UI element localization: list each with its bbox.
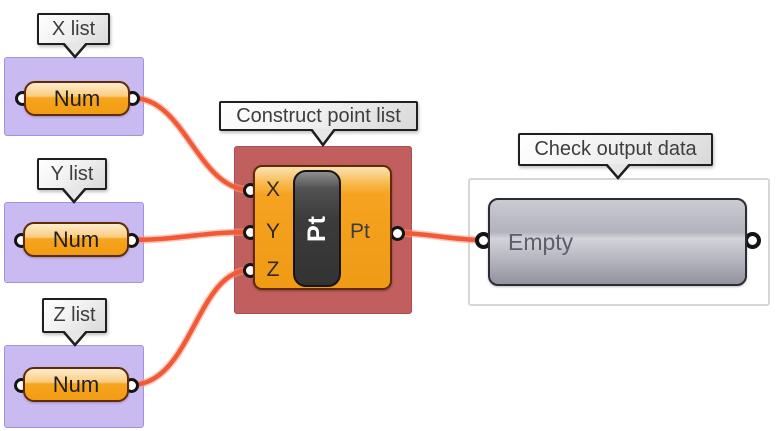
construct-output-pt-label: Pt — [350, 220, 370, 243]
callout-x-list: X list — [37, 13, 110, 45]
wire-pt-to-panel[interactable] — [394, 230, 486, 243]
callout-check-pointer — [605, 164, 631, 180]
output-panel[interactable] — [488, 198, 747, 286]
callout-y-list-pointer — [61, 188, 87, 204]
callout-y-list: Y list — [37, 158, 107, 190]
wire-z-halo — [127, 266, 254, 389]
callout-z-list-pointer — [62, 331, 88, 347]
num-slider-y[interactable]: Num — [23, 222, 129, 257]
callout-construct-point-list: Construct point list — [219, 101, 418, 131]
construct-input-x-label: X — [265, 178, 280, 201]
num-slider-z[interactable]: Num — [23, 367, 129, 402]
callout-construct-pointer — [310, 129, 336, 148]
callout-x-list-pointer — [62, 43, 88, 59]
wire-z-to-construct[interactable] — [128, 267, 253, 388]
construct-point-icon: Pt — [293, 170, 341, 287]
wire-x-to-construct[interactable] — [130, 95, 253, 193]
callout-check-output-data: Check output data — [518, 133, 713, 166]
num-slider-x[interactable]: Num — [24, 81, 130, 116]
construct-point-icon-text: Pt — [302, 215, 331, 242]
wire-y-to-construct[interactable] — [128, 229, 253, 243]
callout-z-list: Z list — [42, 298, 107, 333]
construct-input-y-label: Y — [265, 220, 280, 243]
panel-content-text: Empty — [508, 229, 574, 255]
construct-input-z-label: Z — [266, 258, 280, 281]
